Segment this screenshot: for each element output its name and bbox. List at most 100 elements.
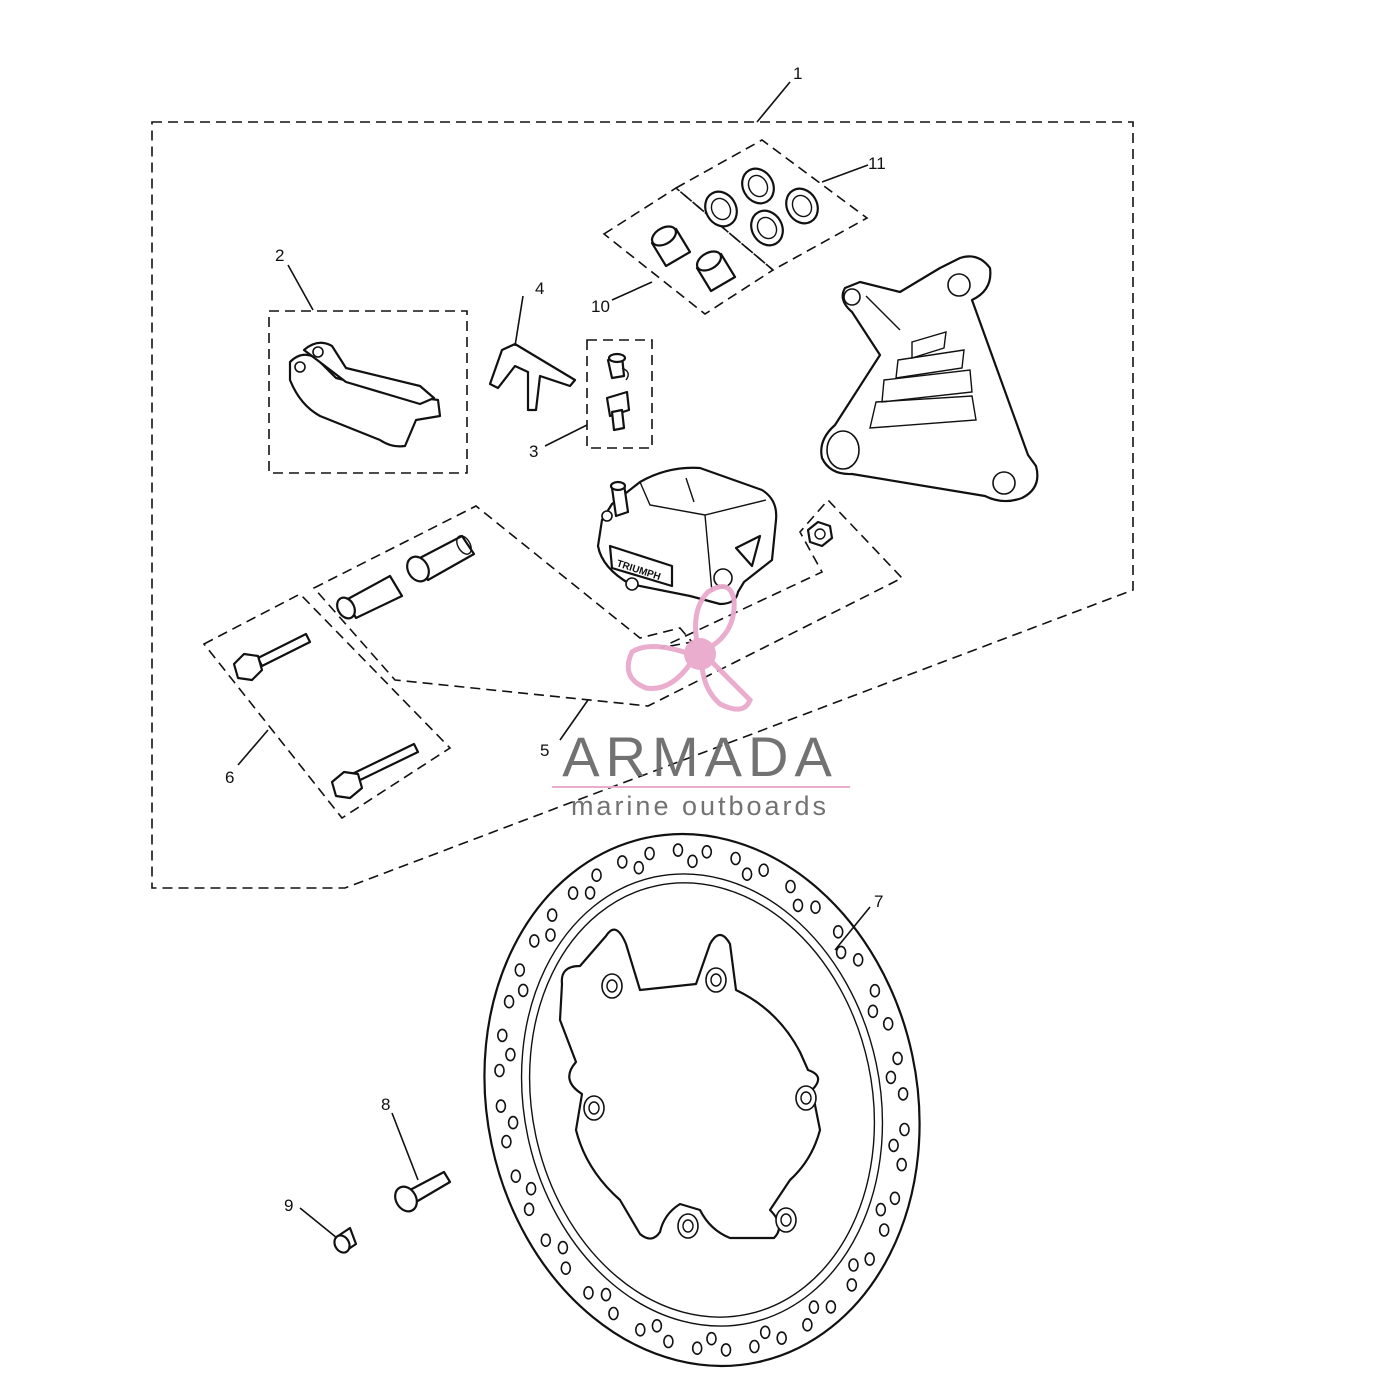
callout-4: 4 — [535, 279, 544, 298]
pad-spring — [488, 342, 577, 412]
callout-5: 5 — [540, 741, 549, 760]
brake-disc — [483, 832, 921, 1368]
piston-kit-outline — [602, 187, 775, 315]
disc-drill-hole — [540, 1233, 552, 1247]
disc-bolt-hole — [583, 1095, 605, 1121]
disc-drill-hole — [687, 854, 698, 869]
disc-drill-hole — [892, 1051, 903, 1066]
disc-drill-hole — [507, 1115, 519, 1130]
disc-bolt-hole — [677, 1213, 699, 1239]
watermark-brand: ARMADA — [562, 725, 838, 788]
disc-bolt-hole-inner — [780, 1213, 792, 1227]
callout-6: 6 — [225, 768, 234, 787]
watermark: ARMADA marine outboards — [552, 584, 850, 821]
disc-bolt-hole — [795, 1085, 817, 1111]
seal-kit-outline — [674, 139, 869, 271]
brake-pads — [288, 341, 442, 448]
disc-drill-hole — [517, 983, 529, 998]
watermark-tagline: marine outboards — [571, 791, 829, 821]
disc-drill-hole — [785, 879, 796, 894]
disc-bolt-hole-inner — [800, 1091, 812, 1105]
disc-bolt-hole — [601, 973, 623, 999]
disc-drill-hole — [835, 945, 847, 960]
propeller-hub-icon — [684, 638, 716, 670]
disc-drill-hole — [528, 934, 540, 948]
disc-drill-hole — [600, 1287, 612, 1302]
bleed-nipple — [605, 352, 631, 432]
disc-bolt-hole-inner — [588, 1101, 600, 1115]
disc-drill-hole — [867, 1004, 879, 1019]
disc-drill-hole — [776, 1331, 788, 1345]
brake-pad-kit-outline — [268, 310, 468, 474]
disc-drill-hole — [730, 851, 741, 866]
disc-drill-hole — [608, 1306, 619, 1321]
disc-bolt-hole — [705, 967, 727, 993]
disc-drill-hole — [672, 843, 684, 857]
rivet — [333, 1226, 358, 1254]
disc-drill-hole — [651, 1319, 663, 1333]
disc-drill-hole — [644, 846, 655, 861]
disc-bolt-hole — [775, 1207, 797, 1233]
slide-pin-kit-outline — [312, 498, 904, 707]
disc-drill-hole — [567, 886, 579, 900]
disc-drill-hole — [584, 886, 596, 900]
disc-drill-hole — [885, 1070, 897, 1085]
disc-drill-hole — [525, 1181, 537, 1196]
disc-drill-hole — [634, 1323, 646, 1337]
disc-drill-hole — [759, 1325, 771, 1340]
disc-drill-hole — [663, 1334, 674, 1349]
disc-drill-hole — [510, 1169, 522, 1183]
disc-drill-hole — [633, 860, 645, 875]
bolt-kit-outline — [202, 593, 452, 820]
callout-10: 10 — [591, 297, 610, 316]
seal-rings — [704, 167, 819, 247]
disc-drill-hole — [888, 1138, 899, 1153]
callout-8: 8 — [381, 1095, 390, 1114]
disc-drill-hole — [810, 900, 821, 915]
callout-labels: 1 2 3 4 5 6 7 8 9 10 11 — [225, 64, 886, 1215]
disc-drill-hole — [749, 1339, 760, 1354]
disc-drill-hole — [501, 1134, 512, 1149]
callout-11: 11 — [868, 154, 886, 173]
disc-drill-hole — [897, 1087, 909, 1101]
disc-drill-hole — [882, 1016, 894, 1031]
disc-drill-hole — [591, 868, 602, 883]
disc-drill-hole — [616, 855, 628, 869]
disc-drill-hole — [545, 928, 556, 942]
caliper-nut — [806, 520, 834, 548]
propeller-logo-icon — [625, 584, 753, 712]
callout-2: 2 — [275, 246, 284, 265]
pistons — [650, 225, 737, 293]
brake-caliper: TRIUMPH — [596, 466, 778, 606]
disc-drill-hole — [495, 1099, 507, 1113]
disc-drill-hole — [864, 1252, 876, 1266]
bleed-nipple-kit-outline — [586, 339, 653, 449]
disc-drill-hole — [496, 1028, 508, 1043]
disc-drill-hole — [848, 1258, 859, 1272]
callout-7: 7 — [874, 892, 883, 911]
disc-drill-hole — [758, 863, 770, 878]
disc-drill-hole — [899, 1122, 910, 1137]
disc-drill-hole — [560, 1261, 572, 1275]
slide-pins — [336, 534, 476, 620]
disc-bolt-hole-inner — [682, 1219, 694, 1233]
caliper-bolts — [232, 632, 420, 800]
disc-drill-hole — [889, 1191, 901, 1206]
disc-drill-hole — [878, 1223, 890, 1237]
disc-drill-hole — [869, 983, 881, 998]
disc-drill-hole — [546, 908, 558, 922]
disc-bolt-hole-inner — [606, 979, 618, 993]
disc-drill-hole — [701, 844, 713, 859]
disc-drill-hole — [505, 1047, 516, 1062]
disc-drill-hole — [523, 1202, 535, 1217]
leader-lines — [237, 81, 871, 1239]
caliper-bracket — [820, 255, 1039, 503]
disc-drill-hole — [825, 1300, 837, 1314]
disc-drill-hole — [691, 1341, 703, 1355]
disc-bolt — [394, 1170, 452, 1213]
disc-drill-hole — [852, 952, 864, 967]
disc-drill-hole — [494, 1063, 505, 1078]
callout-3: 3 — [529, 442, 538, 461]
callout-1: 1 — [793, 64, 802, 83]
